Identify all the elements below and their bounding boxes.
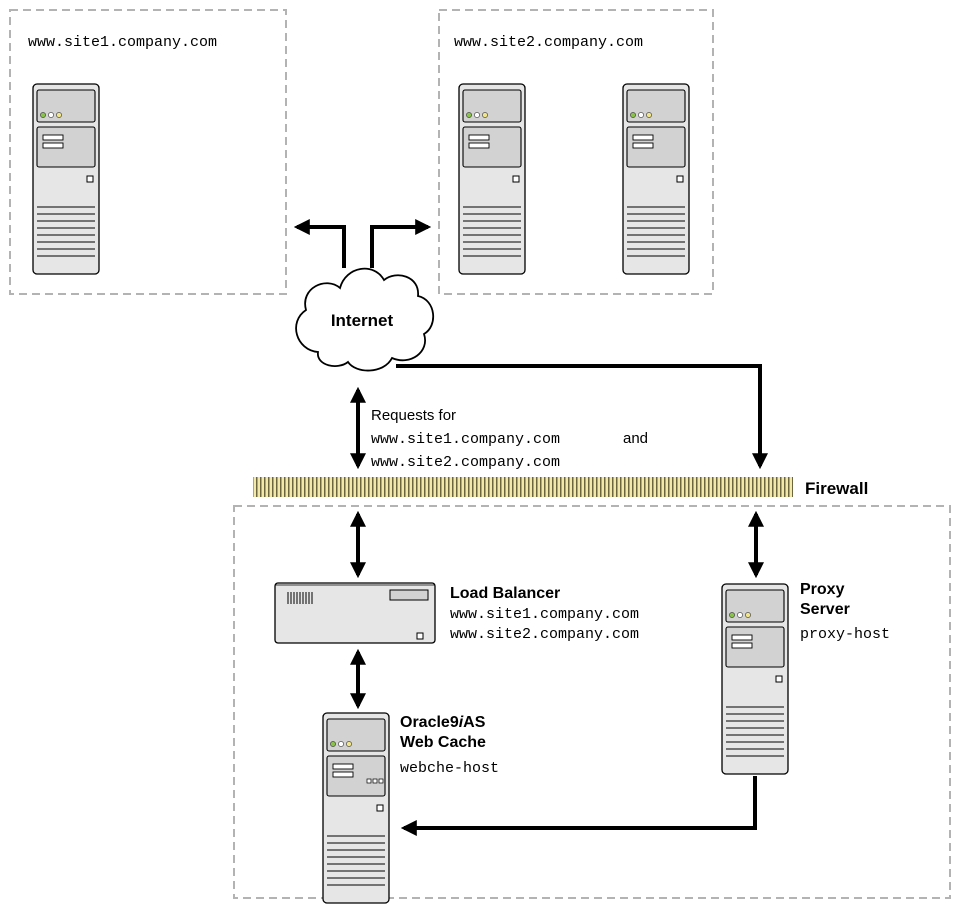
proxy-host: proxy-host xyxy=(800,626,890,643)
proxy-title-line1: Proxy xyxy=(800,581,845,598)
web-cache-host: webche-host xyxy=(400,760,499,777)
arrow-icon xyxy=(370,219,432,268)
cloud-icon: Internet xyxy=(295,267,434,372)
firewall-label: Firewall xyxy=(805,479,868,498)
server-icon xyxy=(322,712,390,904)
internet-label: Internet xyxy=(331,311,394,330)
arrow-icon xyxy=(293,219,346,268)
site1-region xyxy=(9,9,287,295)
load-balancer-title: Load Balancer xyxy=(450,585,560,602)
proxy-title-line2: Server xyxy=(800,601,850,618)
firewall-icon xyxy=(253,477,793,497)
requests-site1: www.site1.company.com xyxy=(371,431,560,448)
server-icon xyxy=(622,83,690,275)
server-icon xyxy=(721,583,789,775)
site2-label: www.site2.company.com xyxy=(454,34,643,51)
load-balancer-host1: www.site1.company.com xyxy=(450,606,639,623)
internal-network-region xyxy=(233,505,951,899)
requests-label: Requests for xyxy=(371,407,456,424)
load-balancer-icon xyxy=(274,582,436,644)
requests-and: and xyxy=(623,430,648,447)
web-cache-title-line1: Oracle9iAS xyxy=(400,714,486,731)
requests-site2: www.site2.company.com xyxy=(371,454,560,471)
arrow-icon xyxy=(400,776,757,836)
web-cache-title-line2: Web Cache xyxy=(400,734,486,751)
site2-region xyxy=(438,9,714,295)
server-icon xyxy=(32,83,100,275)
server-icon xyxy=(458,83,526,275)
arrow-icon xyxy=(396,364,768,470)
site1-label: www.site1.company.com xyxy=(28,34,217,51)
load-balancer-host2: www.site2.company.com xyxy=(450,626,639,643)
